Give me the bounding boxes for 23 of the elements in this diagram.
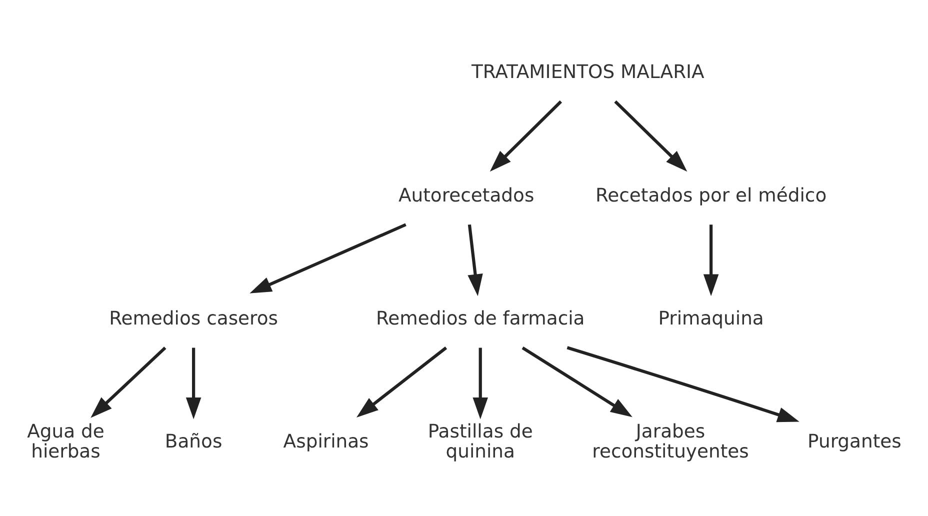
node-text: Primaquina (658, 308, 764, 330)
arrow (490, 100, 562, 172)
arrow (522, 346, 632, 418)
node-text: Aspirinas (283, 432, 369, 453)
node-text: Pastillas de quinina (428, 421, 533, 463)
node-text: Purgantes (808, 432, 902, 453)
arrow (186, 348, 202, 420)
node-text: Recetados por el médico (595, 185, 827, 206)
node-text: Autorecetados (398, 185, 534, 206)
arrow (250, 223, 406, 294)
node-text: Remedios caseros (109, 308, 278, 330)
arrow (703, 224, 719, 296)
node-text: Baños (164, 432, 222, 453)
arrow (472, 348, 488, 420)
node-text: Agua de hierbas (27, 421, 104, 463)
arrow (566, 346, 800, 422)
node-text: Remedios de farmacia (376, 308, 585, 330)
arrow (90, 346, 166, 418)
arrow (356, 346, 448, 418)
arrow (468, 224, 483, 296)
arrow (614, 100, 688, 172)
node-text: Jarabes reconstituyentes (592, 421, 749, 463)
node-text: TRATAMIENTOS MALARIA (471, 62, 704, 84)
